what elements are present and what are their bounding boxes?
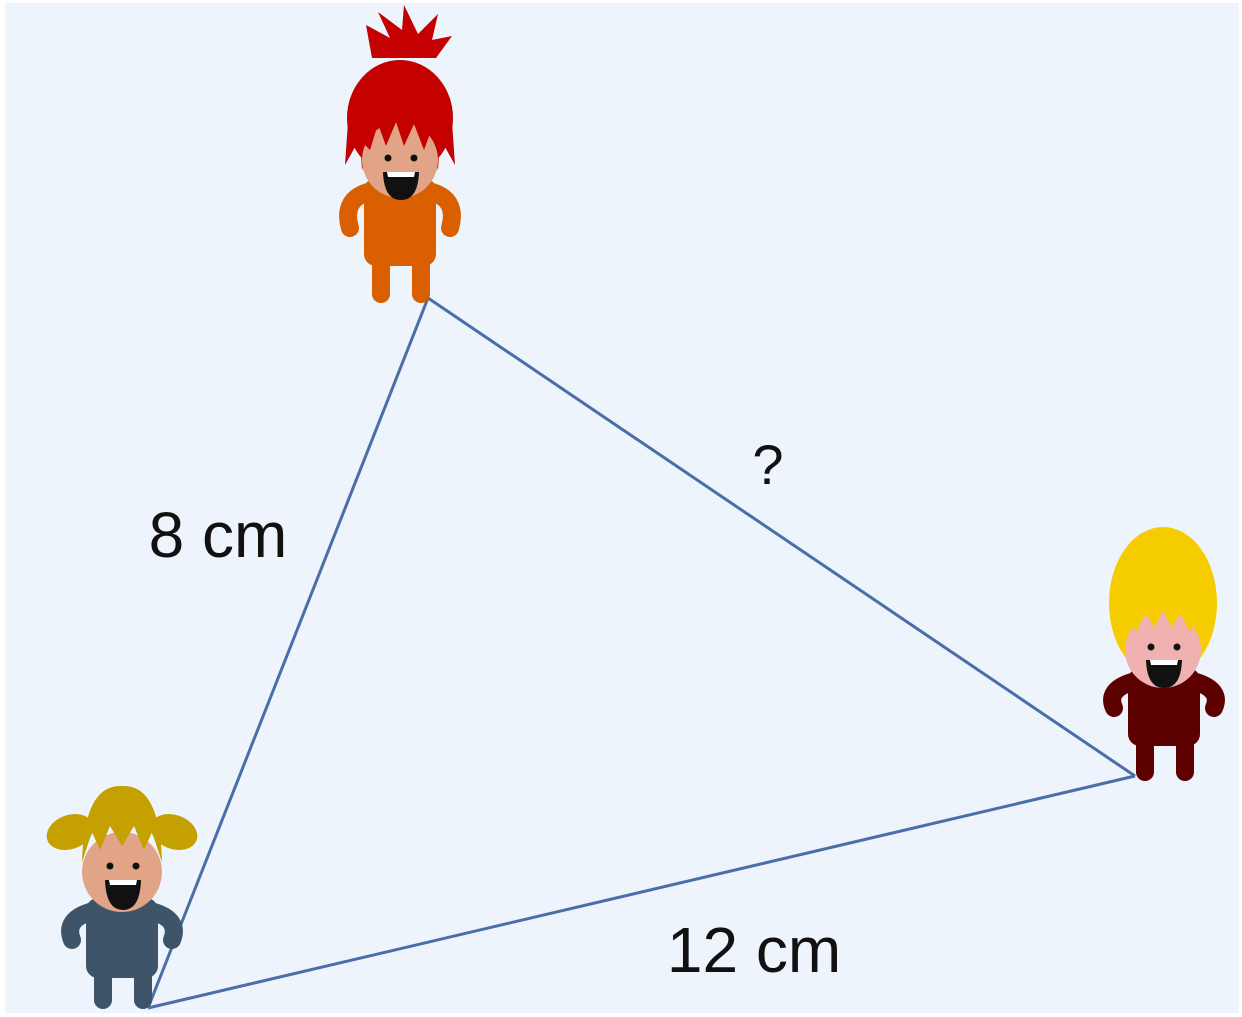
side-label-8cm: 8 cm <box>149 499 288 571</box>
face <box>362 122 438 198</box>
leg-left <box>1136 735 1154 781</box>
bangs <box>1122 590 1204 640</box>
edge-top-bottom-left <box>146 297 430 1009</box>
face <box>82 832 162 912</box>
figure-right-yellow-hair <box>1103 527 1225 781</box>
eye-left <box>384 154 392 162</box>
leg-left <box>372 255 390 303</box>
eye-right <box>410 154 418 162</box>
figure-bottom-left-pigtails <box>46 785 198 1009</box>
arm-left <box>61 903 99 949</box>
face <box>1125 612 1201 688</box>
arm-left <box>1103 673 1141 717</box>
eye-right <box>132 862 140 870</box>
triangle <box>146 296 1136 1010</box>
bangs <box>82 785 162 862</box>
teeth <box>387 172 415 177</box>
leg-right <box>134 965 152 1009</box>
figure-top-red-hair <box>339 5 461 303</box>
torso <box>364 178 436 266</box>
edge-bottom-left-right <box>147 774 1136 1010</box>
eye-left <box>1147 643 1155 651</box>
arm-right <box>145 903 183 949</box>
mouth <box>1146 660 1182 688</box>
bangs <box>360 102 440 150</box>
leg-right <box>412 255 430 303</box>
torso <box>86 898 158 978</box>
background <box>5 3 1239 1013</box>
arm-right <box>423 183 461 237</box>
eye-right <box>1173 643 1181 651</box>
leg-left <box>94 965 112 1009</box>
torso <box>1128 668 1200 746</box>
teeth <box>1150 660 1178 665</box>
teeth <box>109 880 137 885</box>
side-label-unknown: ? <box>752 433 783 496</box>
eye-left <box>106 862 114 870</box>
arm-left <box>339 183 377 237</box>
mouth <box>105 880 141 910</box>
mouth <box>383 172 419 200</box>
pigtail-right <box>150 814 198 850</box>
side-label-12cm: 12 cm <box>667 914 841 986</box>
leg-right <box>1176 735 1194 781</box>
pigtail-left <box>46 814 94 850</box>
arm-right <box>1187 673 1225 717</box>
edge-top-right <box>427 296 1136 778</box>
